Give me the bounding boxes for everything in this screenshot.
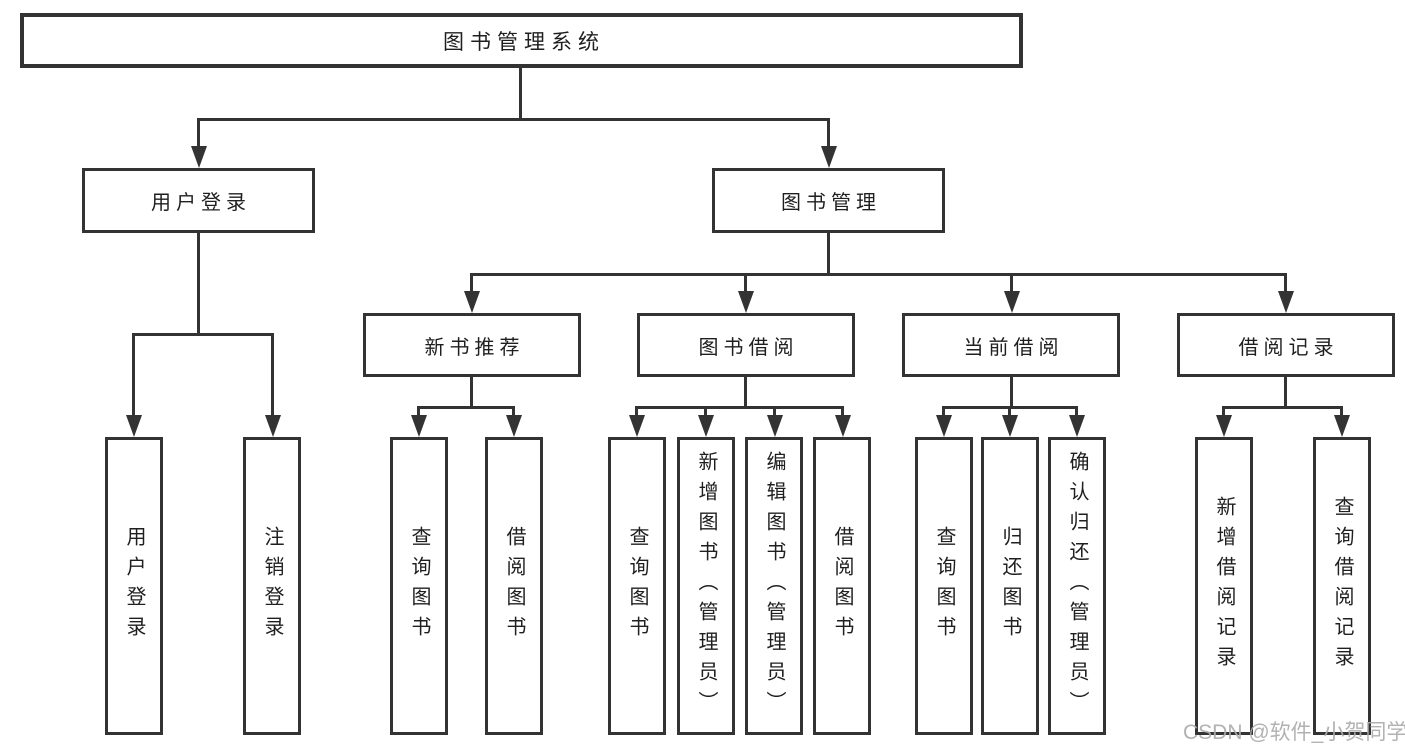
arrow-to-rec-query [410, 406, 427, 437]
connector-book-borrow-hline [635, 406, 844, 409]
connector-root-stem [519, 68, 522, 118]
node-new-book-rec: 新书推荐 [363, 313, 581, 377]
connector-book-borrow-stem [744, 377, 747, 406]
leaf-br-query-record: 查询借阅记录 [1313, 437, 1371, 735]
leaf-br-add-record: 新增借阅记录 [1195, 437, 1253, 735]
node-book-borrow: 图书借阅 [637, 313, 855, 377]
connector-borrow-records-hline [1222, 406, 1343, 409]
leaf-cb-return-books-label: 归还图书 [999, 526, 1021, 646]
leaf-rec-query-books-label: 查询图书 [408, 526, 430, 646]
leaf-logout-label: 注销登录 [261, 526, 283, 646]
node-current-borrow: 当前借阅 [902, 313, 1120, 377]
arrow-to-rec-borrow [505, 406, 522, 437]
leaf-bb-query-books: 查询图书 [608, 437, 666, 735]
arrow-to-br-add [1215, 406, 1232, 437]
arrow-to-borrow-records [1277, 273, 1294, 313]
arrow-to-bb-query [628, 406, 645, 437]
leaf-rec-borrow-books-label: 借阅图书 [503, 526, 525, 646]
leaf-br-query-record-label: 查询借阅记录 [1331, 496, 1353, 676]
arrow-to-leaf-user-login [125, 333, 142, 437]
connector-new-book-rec-hline [417, 406, 515, 409]
leaf-user-login-label: 用户登录 [123, 526, 145, 646]
arrow-to-br-query [1333, 406, 1350, 437]
csdn-watermark: CSDN @软件_小贺同学 [1183, 721, 1405, 744]
arrow-to-cb-return [1001, 406, 1018, 437]
node-user-login-label: 用户登录 [151, 192, 251, 214]
arrow-to-book-borrow [737, 273, 754, 313]
node-new-book-rec-label: 新书推荐 [424, 336, 525, 359]
connector-user-login-hline [132, 333, 274, 336]
node-root-label: 图书管理系统 [443, 30, 605, 54]
leaf-rec-query-books: 查询图书 [390, 437, 448, 735]
node-current-borrow-label: 当前借阅 [963, 336, 1064, 359]
arrow-to-bb-edit [766, 406, 783, 437]
leaf-bb-query-books-label: 查询图书 [626, 526, 648, 646]
node-book-mgmt: 图书管理 [712, 168, 945, 233]
node-borrow-records-label: 借阅记录 [1238, 336, 1339, 359]
leaf-bb-edit-books-admin-label: 编辑图书（管理员） [763, 451, 785, 721]
connector-borrow-records-stem [1284, 377, 1287, 406]
node-book-mgmt-label: 图书管理 [781, 192, 881, 214]
arrow-to-bb-add [697, 406, 714, 437]
leaf-cb-query-books: 查询图书 [915, 437, 973, 735]
leaf-cb-confirm-return-admin: 确认归还（管理员） [1048, 437, 1106, 735]
node-user-login: 用户登录 [82, 168, 315, 233]
arrow-to-new-book-rec [463, 273, 480, 313]
arrow-to-user-login [190, 118, 207, 168]
leaf-cb-query-books-label: 查询图书 [933, 526, 955, 646]
node-book-borrow-label: 图书借阅 [698, 336, 799, 359]
leaf-br-add-record-label: 新增借阅记录 [1213, 496, 1235, 676]
leaf-cb-return-books: 归还图书 [981, 437, 1039, 735]
leaf-rec-borrow-books: 借阅图书 [485, 437, 543, 735]
node-borrow-records: 借阅记录 [1177, 313, 1395, 377]
connector-root-hline [197, 118, 830, 121]
leaf-logout: 注销登录 [243, 437, 301, 735]
arrow-to-cb-confirm [1068, 406, 1085, 437]
leaf-bb-add-books-admin: 新增图书（管理员） [677, 437, 735, 735]
connector-new-book-rec-stem [470, 377, 473, 406]
connector-book-mgmt-stem [827, 233, 830, 273]
leaf-bb-add-books-admin-label: 新增图书（管理员） [695, 451, 717, 721]
connector-current-borrow-stem [1010, 377, 1013, 406]
arrow-to-cb-query [935, 406, 952, 437]
connector-user-login-stem [197, 233, 200, 333]
arrow-to-current-borrow [1003, 273, 1020, 313]
arrow-to-book-mgmt [820, 118, 837, 168]
leaf-bb-borrow-books: 借阅图书 [813, 437, 871, 735]
leaf-bb-borrow-books-label: 借阅图书 [831, 526, 853, 646]
leaf-user-login: 用户登录 [105, 437, 163, 735]
node-root-system: 图书管理系统 [20, 13, 1023, 68]
leaf-bb-edit-books-admin: 编辑图书（管理员） [745, 437, 803, 735]
arrow-to-bb-borrow [834, 406, 851, 437]
leaf-cb-confirm-return-admin-label: 确认归还（管理员） [1066, 451, 1088, 721]
connector-book-mgmt-hline [470, 273, 1287, 276]
arrow-to-leaf-logout [264, 333, 281, 437]
